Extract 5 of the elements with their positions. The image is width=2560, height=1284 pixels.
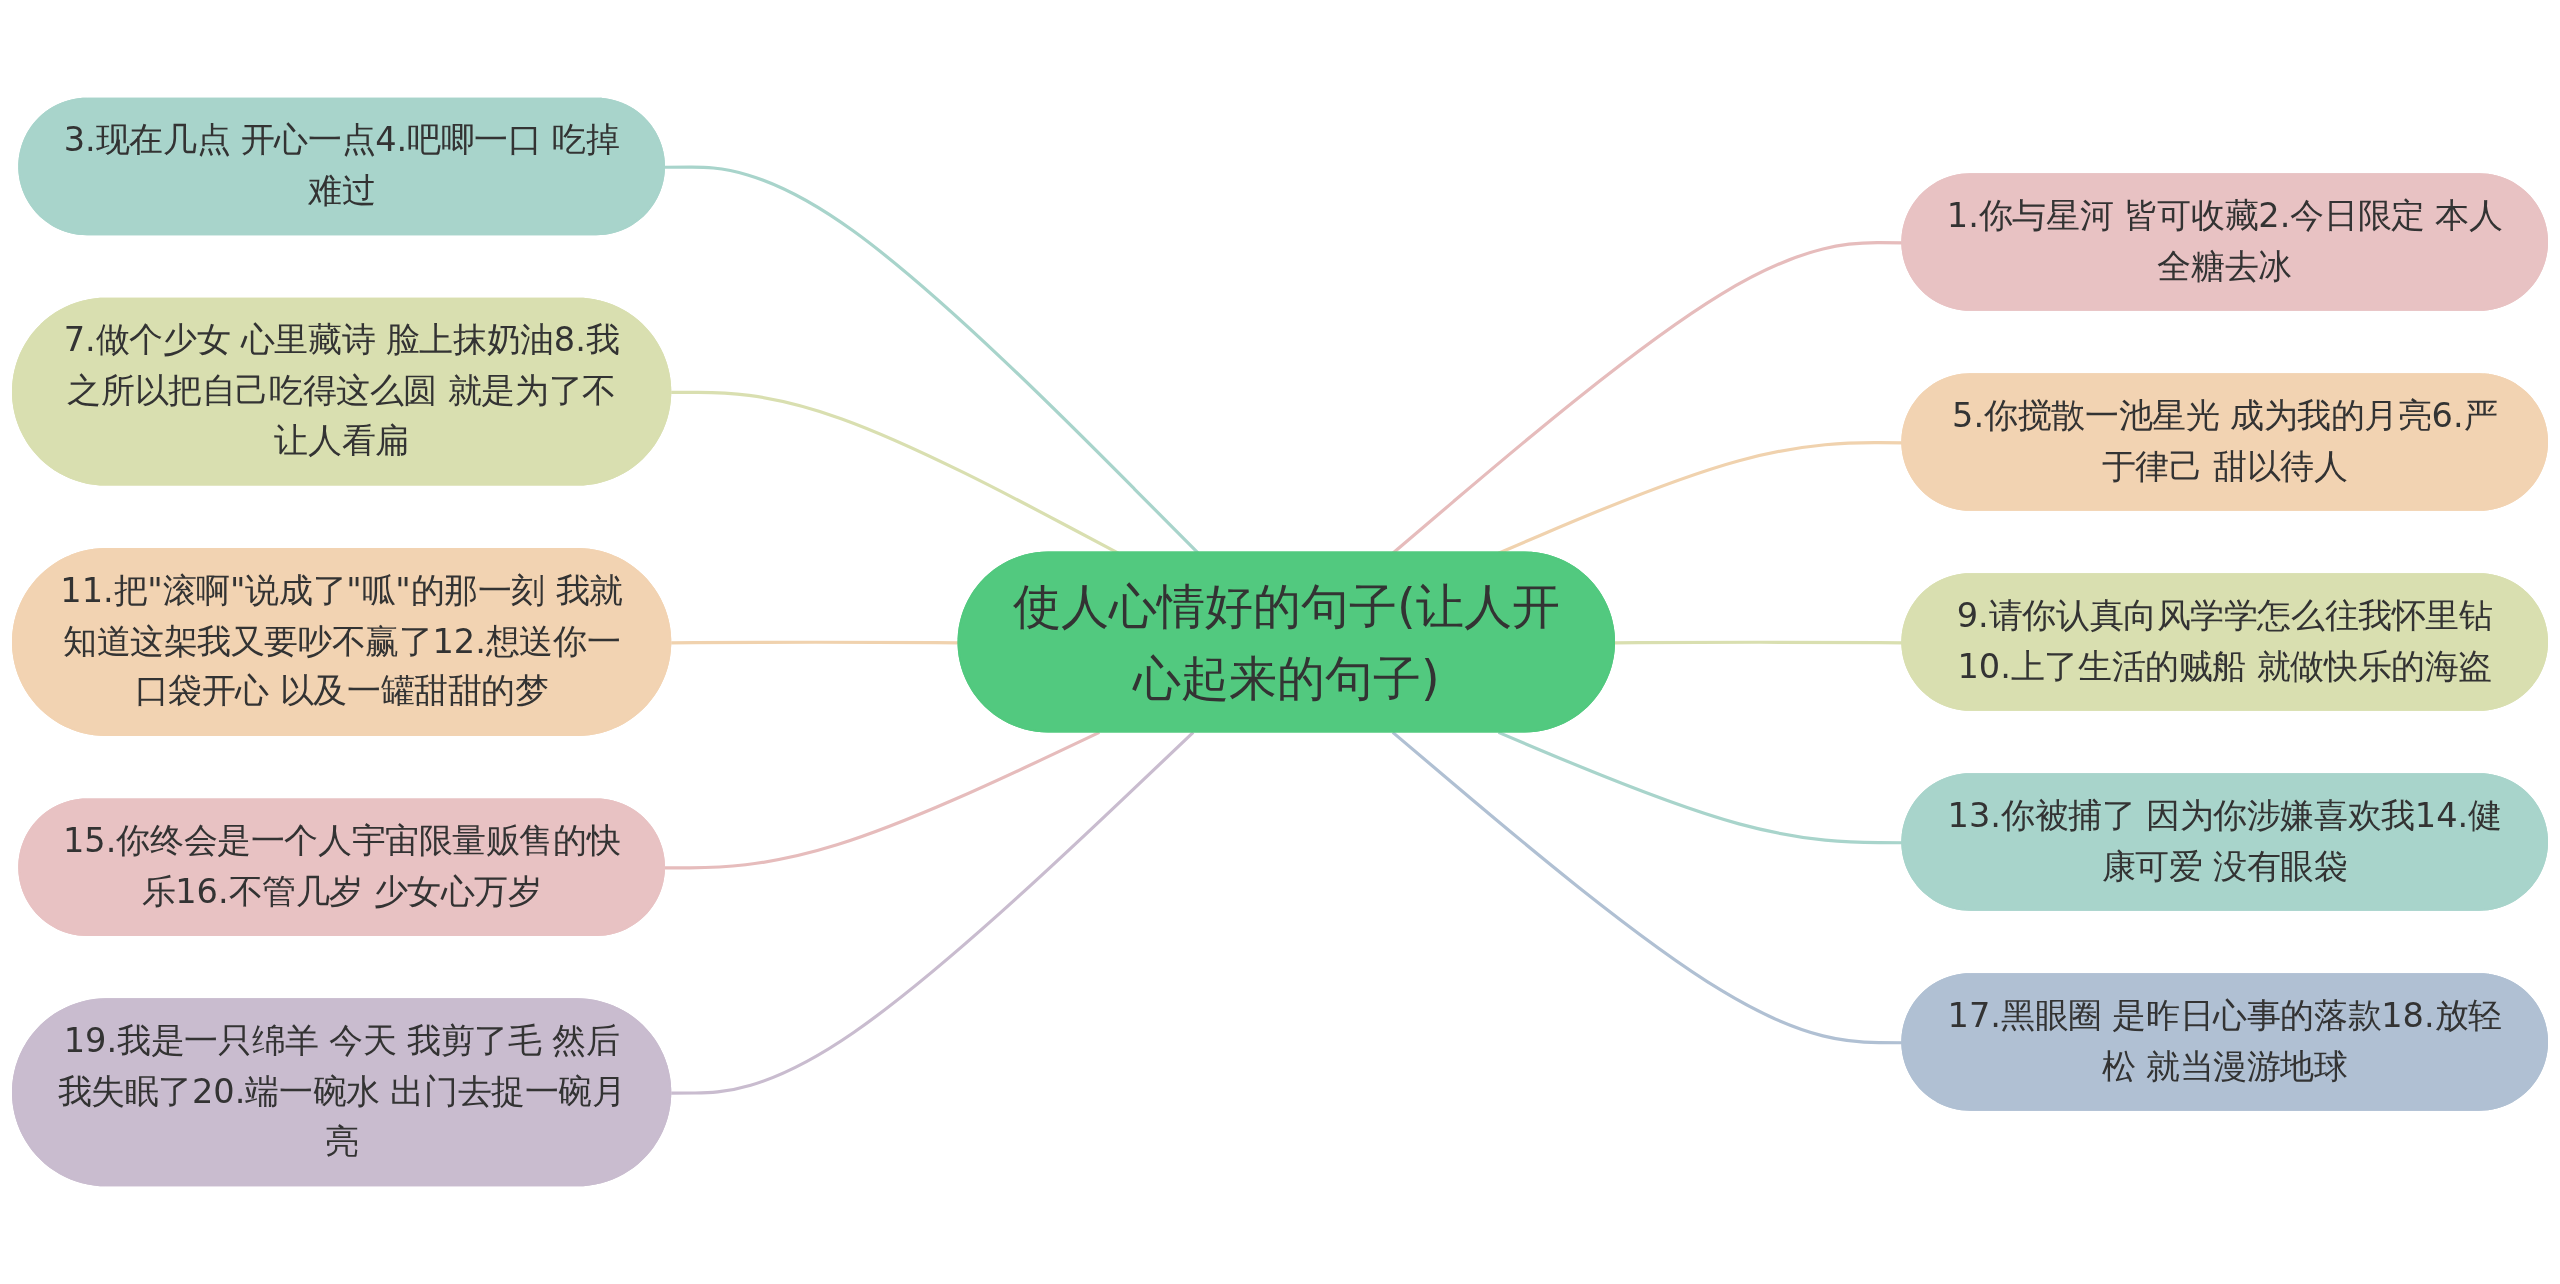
connector xyxy=(671,731,1195,1095)
connector xyxy=(1615,640,1903,645)
connector xyxy=(1497,730,1903,845)
connector xyxy=(664,730,1101,870)
connector xyxy=(1391,731,1903,1045)
